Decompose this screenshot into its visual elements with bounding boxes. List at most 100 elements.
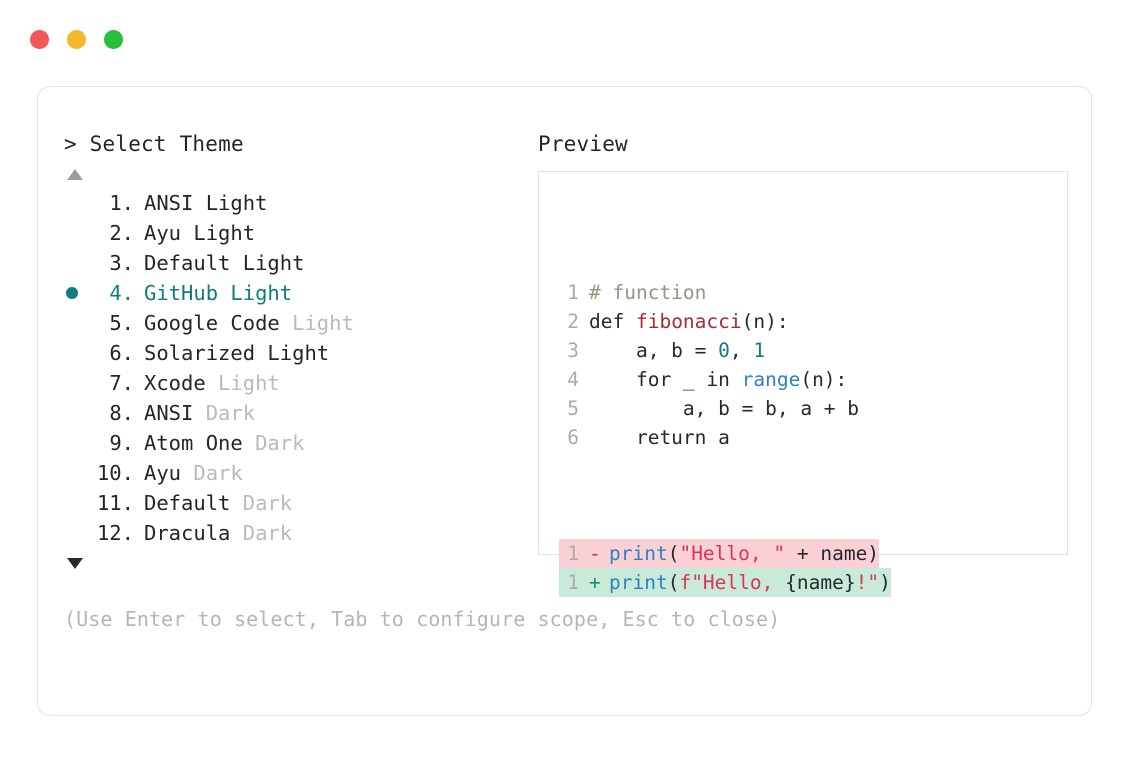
theme-item-label: Xcode Light bbox=[134, 368, 280, 398]
theme-item-label: GitHub Light bbox=[134, 278, 292, 308]
code-line-text: for _ in range(n): bbox=[589, 365, 847, 394]
theme-item-label: Atom One Dark bbox=[134, 428, 304, 458]
theme-item-name: Atom One bbox=[144, 431, 243, 455]
diff-line-number: 1 bbox=[567, 542, 579, 565]
code-token: fibonacci bbox=[635, 310, 742, 333]
code-line-text: # function bbox=[589, 278, 706, 307]
theme-item-variant: Dark bbox=[230, 521, 293, 545]
selection-bullet-cell bbox=[64, 248, 92, 278]
diff-lines: 1-print("Hello, " + name)1+print(f"Hello… bbox=[559, 539, 891, 597]
theme-item-number: 4. bbox=[109, 281, 134, 305]
theme-item-variant: Dark bbox=[193, 401, 256, 425]
theme-item-number: 6. bbox=[109, 341, 134, 365]
theme-list-item[interactable]: 7.Xcode Light bbox=[64, 368, 534, 398]
theme-item-variant: Light bbox=[205, 371, 280, 395]
theme-item-label: Ayu Dark bbox=[134, 458, 243, 488]
code-token: (n): bbox=[800, 368, 848, 391]
selection-bullet-cell bbox=[64, 278, 92, 308]
theme-item-variant: Light bbox=[193, 191, 268, 215]
code-line-text: return a bbox=[589, 423, 730, 452]
code-token: 0 bbox=[718, 339, 730, 362]
selection-bullet-cell bbox=[64, 308, 92, 338]
theme-item-number: 2. bbox=[109, 221, 134, 245]
keyboard-hint: (Use Enter to select, Tab to configure s… bbox=[64, 607, 781, 631]
theme-item-label: Google Code Light bbox=[134, 308, 354, 338]
theme-item-name: GitHub bbox=[144, 281, 219, 305]
theme-item-name: Solarized bbox=[144, 341, 256, 365]
theme-list-item[interactable]: 3.Default Light bbox=[64, 248, 534, 278]
diff-marker: - bbox=[589, 542, 601, 565]
code-token: !" bbox=[855, 571, 880, 594]
code-line: 4 for _ in range(n): bbox=[559, 365, 891, 394]
theme-list-item[interactable]: 9.Atom One Dark bbox=[64, 428, 534, 458]
code-line-number: 4 bbox=[567, 368, 579, 391]
theme-item-number: 8. bbox=[109, 401, 134, 425]
diff-marker: + bbox=[589, 571, 601, 594]
code-line-text: def fibonacci(n): bbox=[589, 307, 789, 336]
code-token: return a bbox=[589, 426, 730, 449]
diff-line-text: print("Hello, " + name) bbox=[609, 539, 879, 568]
theme-item-variant: Light bbox=[181, 221, 256, 245]
theme-item-number: 10. bbox=[96, 461, 134, 485]
selected-bullet-icon bbox=[66, 287, 78, 299]
theme-item-name: Dracula bbox=[144, 521, 231, 545]
code-token: f"Hello, bbox=[679, 571, 786, 594]
theme-item-name: Ayu bbox=[144, 221, 182, 245]
selection-bullet-cell bbox=[64, 218, 92, 248]
theme-item-label: Default Dark bbox=[134, 488, 292, 518]
code-line-number: 6 bbox=[567, 426, 579, 449]
theme-item-name: ANSI bbox=[144, 401, 194, 425]
theme-item-label: Ayu Light bbox=[134, 218, 255, 248]
code-line: 1# function bbox=[559, 278, 891, 307]
theme-item-name: Default bbox=[144, 491, 231, 515]
theme-item-name: ANSI bbox=[144, 191, 194, 215]
theme-list-item[interactable]: 1.ANSI Light bbox=[64, 188, 534, 218]
selection-bullet-cell bbox=[64, 338, 92, 368]
maximize-button[interactable] bbox=[104, 30, 123, 49]
theme-list-item[interactable]: 4.GitHub Light bbox=[64, 278, 534, 308]
code-line: 3 a, b = 0, 1 bbox=[559, 336, 891, 365]
code-token: for _ in bbox=[589, 368, 742, 391]
triangle-down-icon[interactable] bbox=[67, 558, 83, 569]
theme-list-item[interactable]: 12.Dracula Dark bbox=[64, 518, 534, 548]
minimize-button[interactable] bbox=[67, 30, 86, 49]
theme-list-item[interactable]: 6.Solarized Light bbox=[64, 338, 534, 368]
theme-list-item[interactable]: 11.Default Dark bbox=[64, 488, 534, 518]
code-line-text: a, b = 0, 1 bbox=[589, 336, 765, 365]
code-token: range bbox=[741, 368, 801, 391]
theme-list-item[interactable]: 2.Ayu Light bbox=[64, 218, 534, 248]
selection-bullet-cell bbox=[64, 518, 92, 548]
code-token: , bbox=[729, 339, 754, 362]
diff-line-text: print(f"Hello, {name}!") bbox=[609, 568, 891, 597]
theme-list-item[interactable]: 10.Ayu Dark bbox=[64, 458, 534, 488]
theme-item-number: 7. bbox=[109, 371, 134, 395]
theme-item-label: Dracula Dark bbox=[134, 518, 292, 548]
theme-item-variant: Light bbox=[218, 281, 293, 305]
diff-line: 1+print(f"Hello, {name}!") bbox=[559, 568, 891, 597]
code-token: # function bbox=[589, 281, 707, 304]
theme-item-number: 12. bbox=[96, 521, 134, 545]
theme-item-number: 11. bbox=[96, 491, 134, 515]
theme-item-number: 9. bbox=[109, 431, 134, 455]
selection-bullet-cell bbox=[64, 398, 92, 428]
code-token: a, b = b, a + b bbox=[589, 397, 860, 420]
close-button[interactable] bbox=[30, 30, 49, 49]
selection-bullet-cell bbox=[64, 188, 92, 218]
code-token: + name) bbox=[785, 542, 880, 565]
triangle-up-icon[interactable] bbox=[67, 169, 83, 180]
theme-item-label: ANSI Dark bbox=[134, 398, 255, 428]
theme-list-item[interactable]: 5.Google Code Light bbox=[64, 308, 534, 338]
code-token: a, b = bbox=[589, 339, 719, 362]
theme-item-name: Ayu bbox=[144, 461, 182, 485]
theme-list-item[interactable]: 8.ANSI Dark bbox=[64, 398, 534, 428]
preview-title: Preview bbox=[538, 132, 628, 156]
theme-item-name: Default bbox=[144, 251, 231, 275]
code-token: 1 bbox=[753, 339, 766, 362]
selection-bullet-cell bbox=[64, 488, 92, 518]
theme-item-variant: Dark bbox=[230, 491, 293, 515]
